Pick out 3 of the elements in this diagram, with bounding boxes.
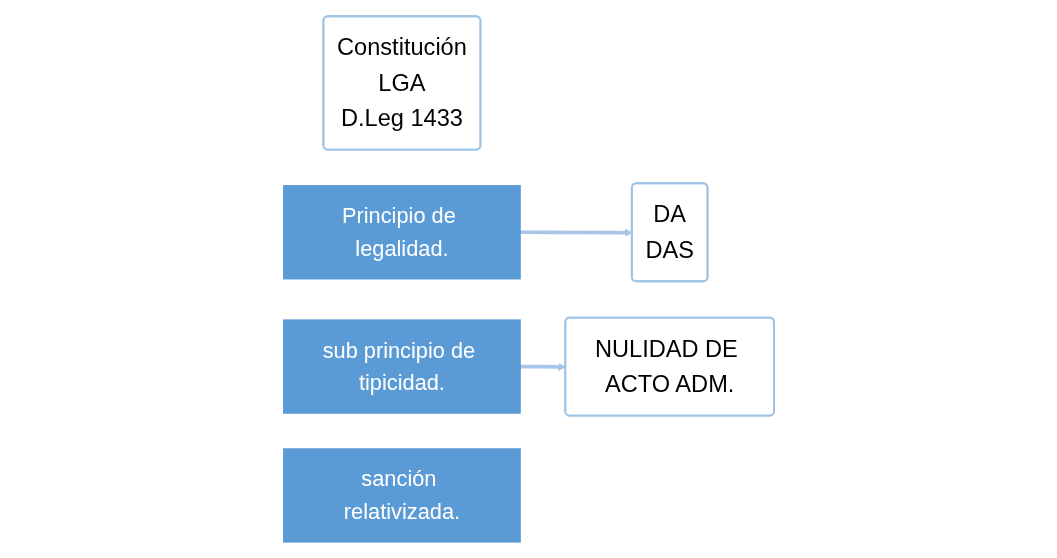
node-box: sub principio de tipicidad. [282, 319, 521, 414]
node-box: Principio de legalidad. [282, 185, 521, 280]
node-box: sanción relativizada. [282, 448, 521, 543]
